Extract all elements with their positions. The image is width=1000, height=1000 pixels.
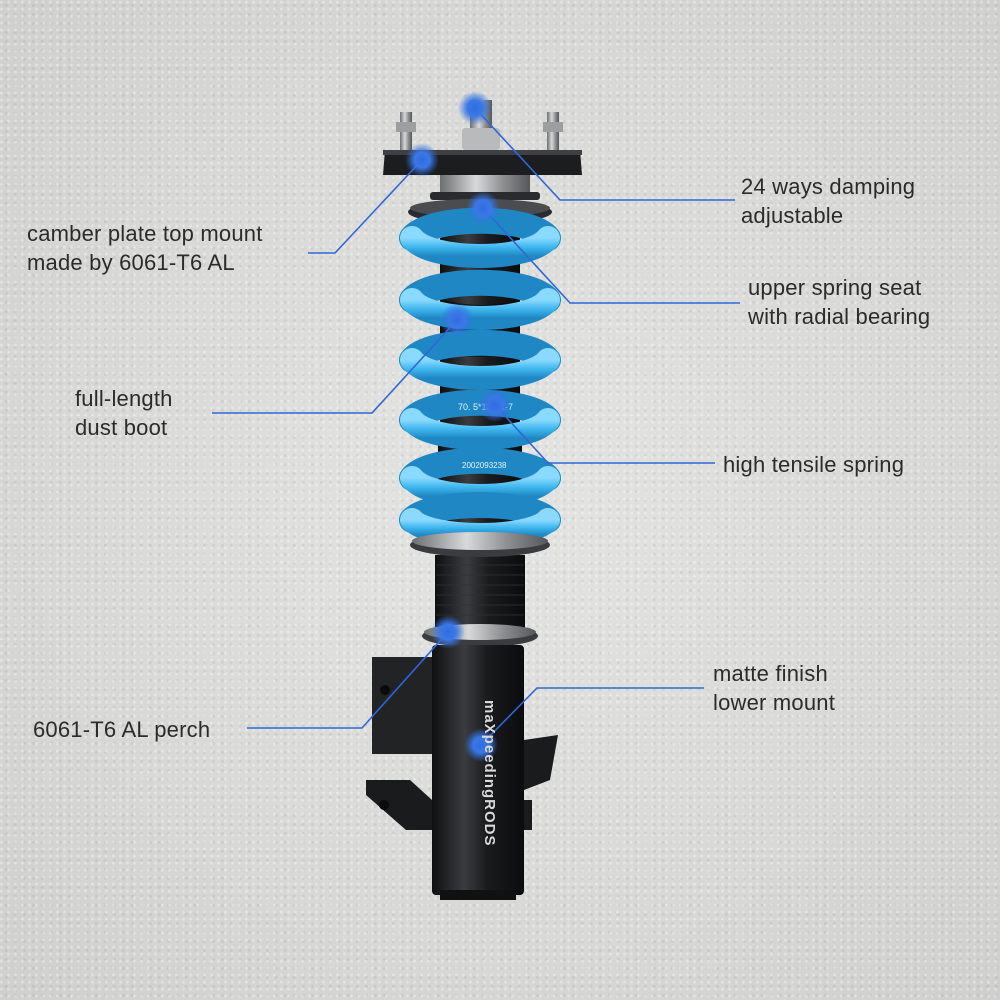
- callout-lower-mount-line1: matte finish: [713, 661, 828, 686]
- callout-upper-seat-line1: upper spring seat: [748, 275, 922, 300]
- hotspot-lower-mount: [464, 728, 498, 762]
- spring-print-2: 2002093238: [462, 461, 507, 470]
- callout-dust-boot-line2: dust boot: [75, 415, 168, 440]
- callout-camber-line2: made by 6061-T6 AL: [27, 250, 235, 275]
- callout-camber-line1: camber plate top mount: [27, 221, 263, 246]
- hotspot-upper-seat: [466, 191, 500, 225]
- callout-lines: [212, 107, 740, 746]
- callout-damping-line1: 24 ways damping: [741, 174, 916, 199]
- callout-spring-line1: high tensile spring: [723, 452, 905, 477]
- lower-spring-seat: [410, 532, 550, 557]
- brand-logo: maXpeedingRODS: [481, 700, 498, 847]
- hotspot-damping: [458, 91, 492, 125]
- callout-perch-line1: 6061-T6 AL perch: [33, 717, 211, 742]
- callout-upper-seat-line2: with radial bearing: [748, 304, 931, 329]
- hotspot-dust-boot: [440, 303, 474, 337]
- callout-damping: 24 ways damping adjustable: [741, 172, 915, 230]
- callout-perch: 6061-T6 AL perch: [33, 715, 210, 744]
- callout-upper-seat: upper spring seat with radial bearing: [748, 273, 930, 331]
- top-studs: [396, 100, 563, 152]
- high-tensile-spring: [399, 207, 561, 547]
- hotspot-spring: [478, 388, 512, 422]
- callout-dust-boot: full-length dust boot: [75, 384, 173, 442]
- callout-spring: high tensile spring: [723, 450, 904, 479]
- lower-mount-housing: [366, 645, 558, 900]
- hotspot-camber: [405, 143, 439, 177]
- callout-lower-mount-line2: lower mount: [713, 690, 836, 715]
- hotspot-perch: [431, 615, 465, 649]
- callout-camber: camber plate top mount made by 6061-T6 A…: [27, 219, 263, 277]
- callout-damping-line2: adjustable: [741, 203, 844, 228]
- hotspots: [405, 91, 512, 762]
- callout-dust-boot-line1: full-length: [75, 386, 173, 411]
- callout-lower-mount: matte finish lower mount: [713, 659, 835, 717]
